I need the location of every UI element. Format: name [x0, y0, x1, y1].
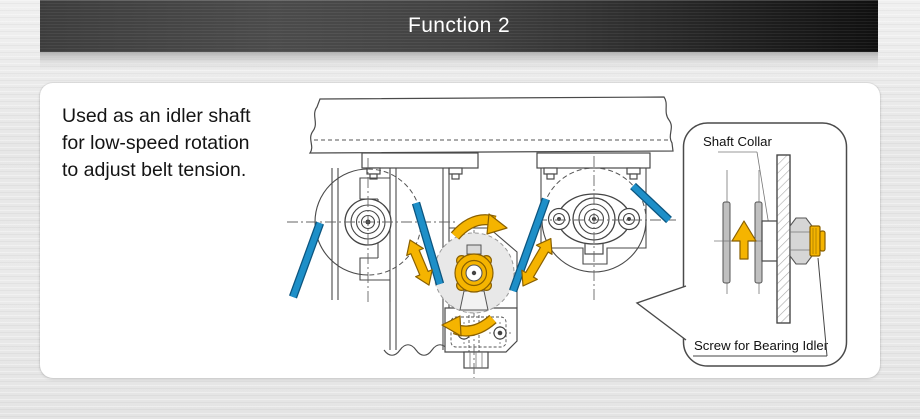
section-title: Function 2 [407, 14, 511, 37]
caption-line-2: for low-speed rotation [62, 132, 250, 154]
caption-line-3: to adjust belt tension. [62, 159, 247, 181]
section-header-bar: Function 2 [40, 0, 878, 52]
caption-line-1: Used as an idler shaft [62, 105, 251, 127]
header-reflection [40, 52, 878, 70]
caption-text: Used as an idler shaft for low-speed rot… [62, 103, 251, 184]
